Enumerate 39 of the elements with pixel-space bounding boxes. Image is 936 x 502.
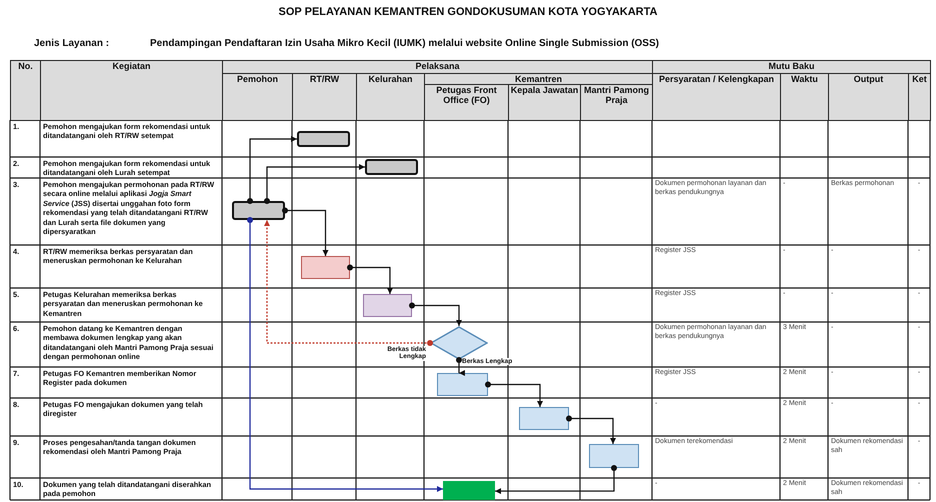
process-box: [232, 201, 285, 220]
arrow: [566, 416, 616, 444]
column-header: Persyaratan / Kelengkapan: [652, 73, 781, 121]
process-box: [297, 131, 350, 147]
column-header: Kepala Jawatan: [508, 84, 581, 121]
arrow: [282, 208, 328, 256]
column-header: Mutu Baku: [652, 60, 931, 74]
process-box: [519, 407, 569, 430]
column-header: Pelaksana: [222, 60, 653, 74]
column-header: Output: [828, 73, 909, 121]
column-header: RT/RW: [292, 73, 357, 121]
column-header: Kegiatan: [40, 60, 223, 121]
column-header: Pemohon: [222, 73, 293, 121]
arrow: [485, 382, 543, 407]
arrow: [264, 164, 365, 204]
column-header: Mantri Pamong Praja: [580, 84, 653, 121]
arrow: [247, 136, 297, 204]
arrow: [409, 302, 462, 326]
column-header: Ket: [908, 73, 931, 121]
process-box: [301, 256, 350, 279]
arrow: [247, 217, 443, 492]
column-header: No.: [10, 60, 41, 121]
column-header: Petugas Front Office (FO): [424, 84, 509, 121]
column-header: Waktu: [780, 73, 829, 121]
arrow: [347, 264, 393, 294]
process-box: [443, 481, 495, 500]
arrow: [495, 465, 617, 494]
field-label: Jenis Layanan :: [34, 38, 110, 49]
service-name-text: Pendampingan Pendaftaran Izin Usaha Mikro Kecil (IUMK) melalui website Online Single Submission (OSS): [150, 38, 659, 49]
process-box: [437, 373, 488, 396]
column-header: Kemantren: [424, 73, 653, 85]
process-box: [365, 159, 418, 175]
decision-diamond: [430, 326, 488, 360]
arrow: [456, 357, 465, 376]
column-header: Kelurahan: [356, 73, 425, 121]
process-box: [363, 294, 412, 317]
process-box: [589, 444, 639, 468]
title: SOP PELAYANAN KEMANTREN GONDOKUSUMAN KOTA YOGYAKARTA: [278, 6, 658, 19]
arrow: [264, 220, 433, 346]
